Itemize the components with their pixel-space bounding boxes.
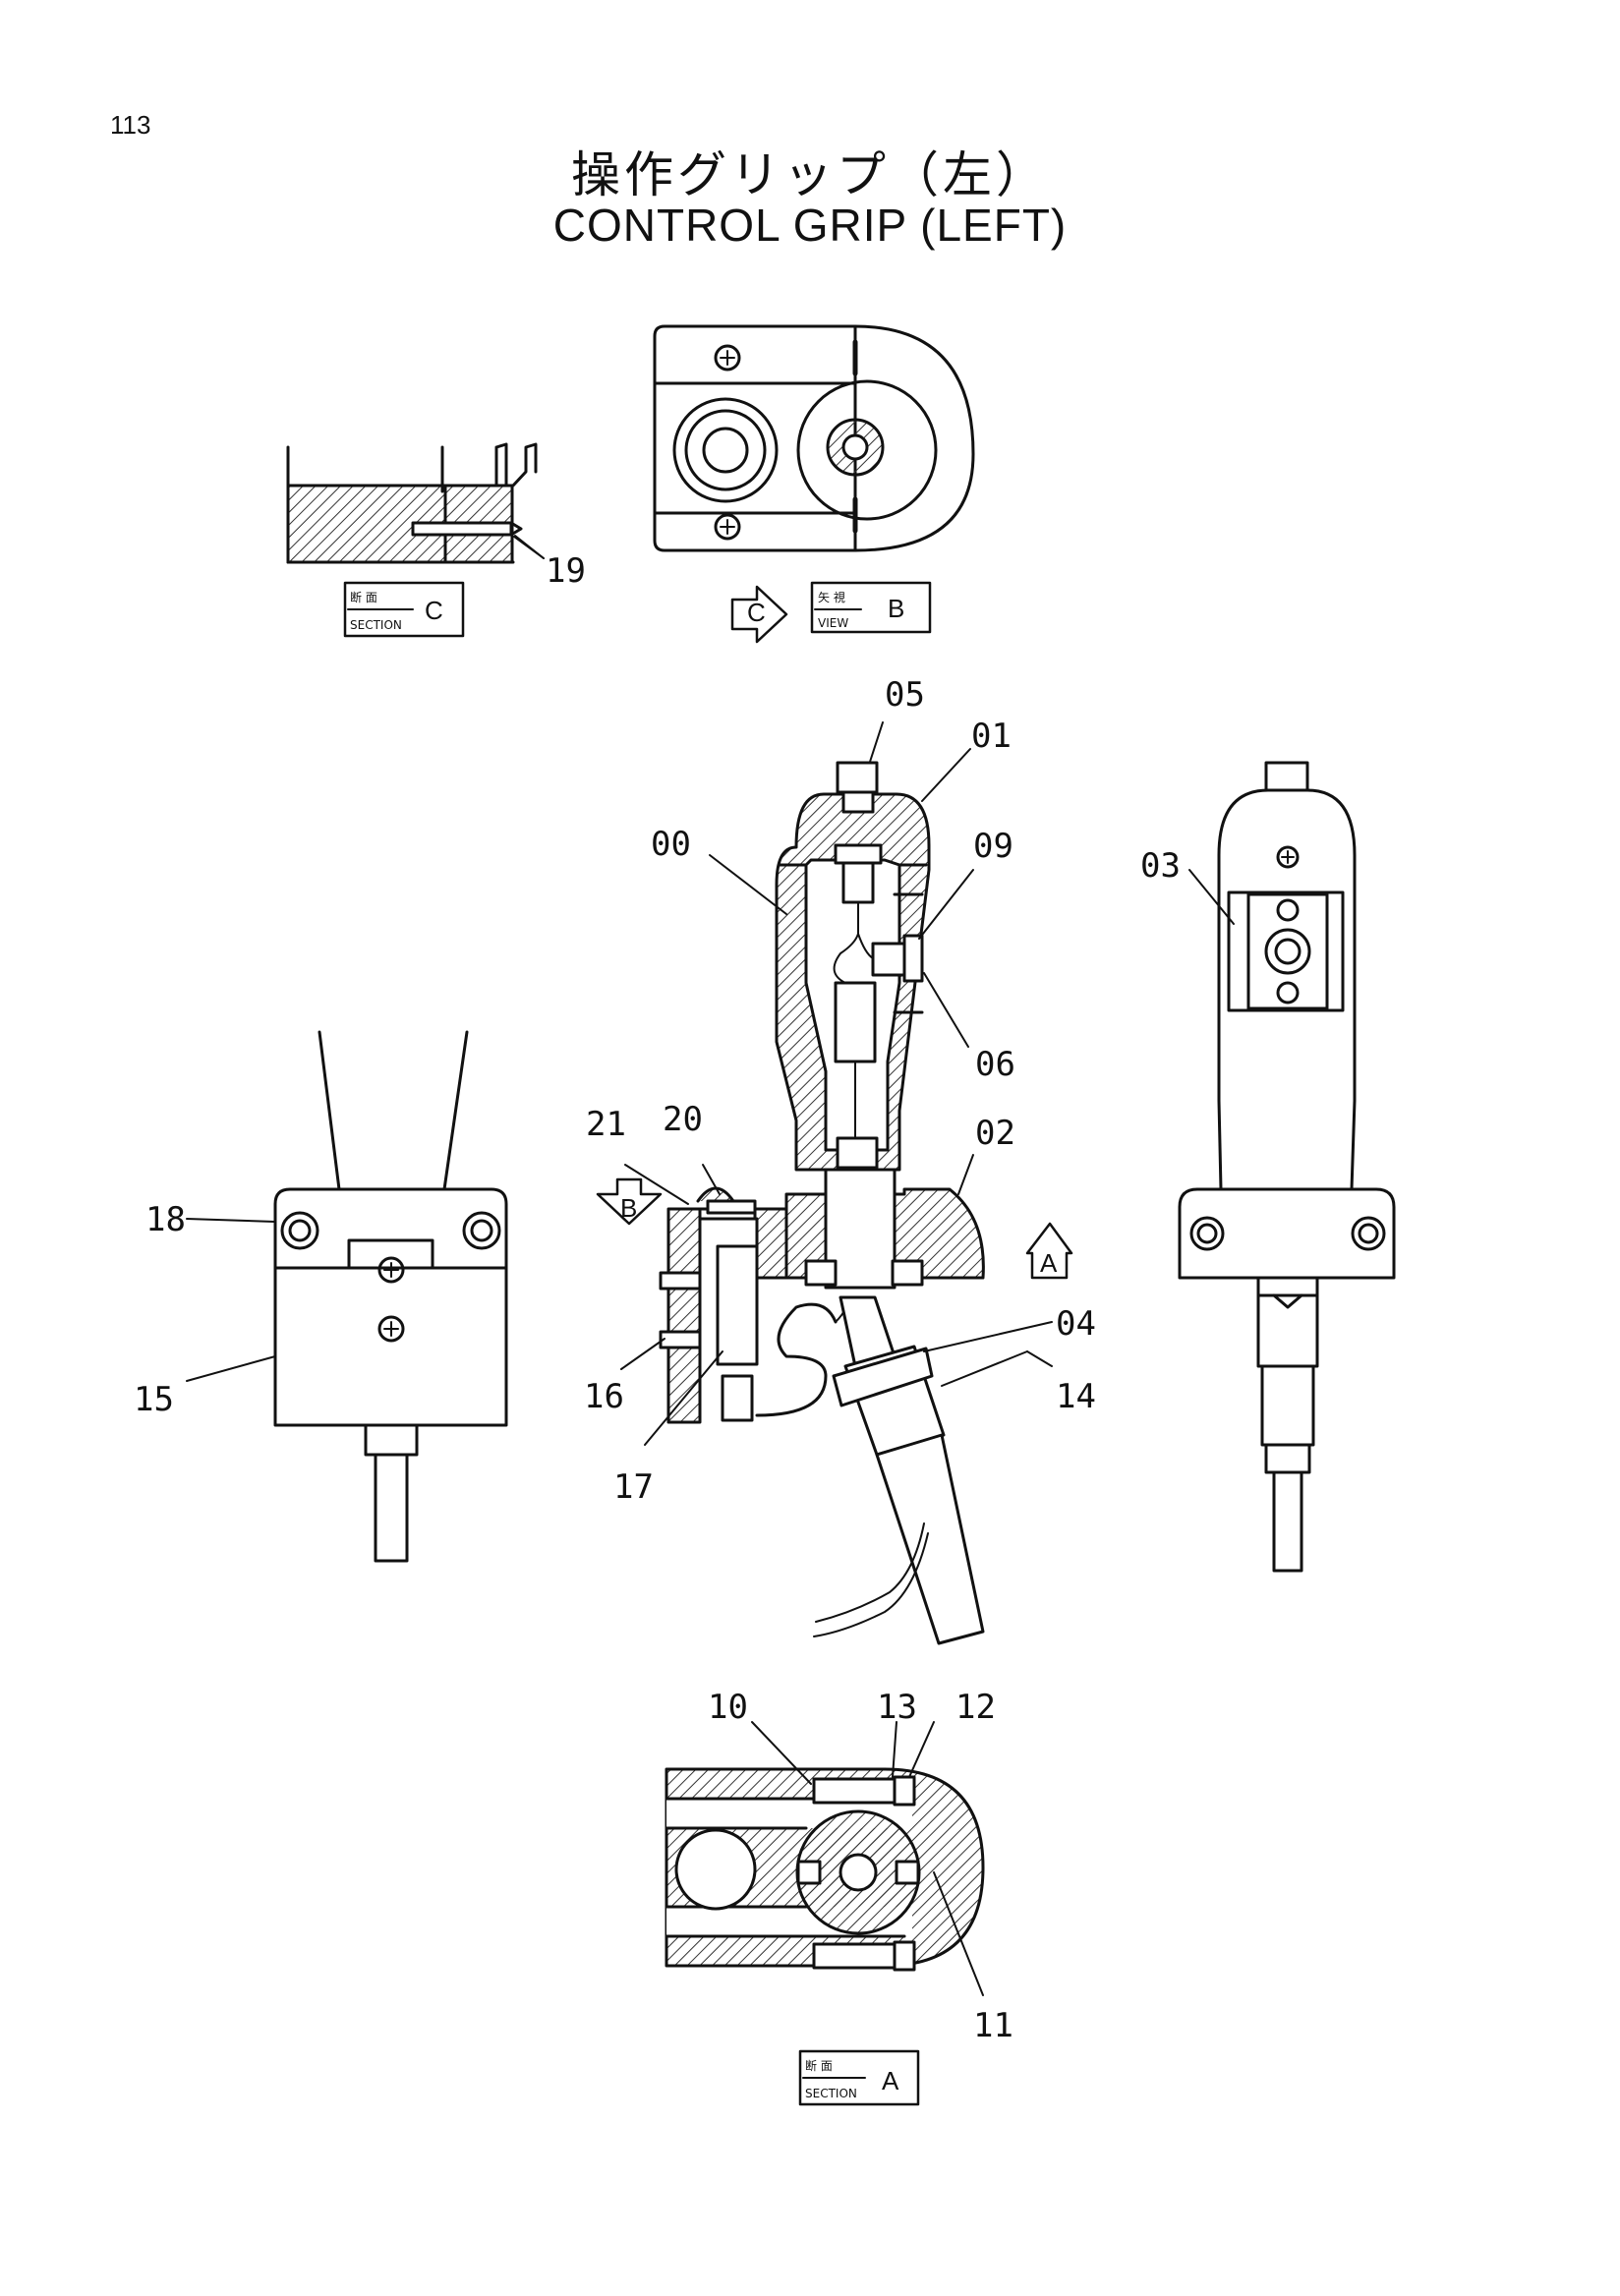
part-label-02: 02 — [975, 1114, 1015, 1153]
part-label-10: 10 — [708, 1688, 748, 1727]
left-side-view — [273, 1030, 508, 1563]
part-label-21: 21 — [586, 1105, 626, 1144]
part-label-05: 05 — [885, 675, 925, 715]
view-b-tag-letter: B — [888, 594, 904, 623]
title-japanese: 操作グリップ（左） — [571, 146, 1049, 203]
part-label-04: 04 — [1056, 1304, 1096, 1344]
section-a-tag-jp: 断 面 — [805, 2058, 833, 2073]
section-c-tag-en: SECTION — [350, 618, 402, 632]
section-a-tag-en: SECTION — [805, 2087, 857, 2100]
view-b-tag-en: VIEW — [818, 616, 848, 630]
part-label-15: 15 — [134, 1380, 174, 1419]
leader-lines — [186, 536, 1235, 1996]
right-side-view — [1178, 761, 1396, 1573]
section-a-view — [665, 1767, 985, 2106]
title-english: CONTROL GRIP (LEFT) — [552, 200, 1068, 251]
part-label-00: 00 — [651, 825, 691, 864]
part-label-03: 03 — [1140, 846, 1181, 886]
part-label-18: 18 — [145, 1200, 186, 1239]
view-b-view — [653, 324, 975, 644]
section-a-tag-letter: A — [882, 2066, 899, 2095]
part-label-09: 09 — [973, 827, 1013, 866]
part-label-16: 16 — [584, 1377, 624, 1416]
part-label-06: 06 — [975, 1045, 1015, 1084]
section-c-tag-jp: 断 面 — [350, 590, 377, 604]
part-label-13: 13 — [877, 1688, 917, 1727]
part-label-01: 01 — [971, 717, 1012, 756]
arrow-a-letter: A — [1040, 1248, 1058, 1278]
page-number: 113 — [110, 110, 151, 140]
part-label-19: 19 — [546, 551, 586, 591]
section-c-tag-letter: C — [425, 596, 443, 625]
part-label-11: 11 — [973, 2006, 1013, 2045]
part-label-12: 12 — [955, 1688, 996, 1727]
part-label-20: 20 — [663, 1100, 703, 1139]
section-c-view — [286, 442, 545, 638]
part-label-14: 14 — [1056, 1377, 1096, 1416]
part-label-17: 17 — [613, 1467, 654, 1507]
main-section-view — [596, 761, 1073, 1645]
arrow-c-letter: C — [747, 598, 766, 627]
view-b-tag-jp: 矢 視 — [818, 590, 845, 604]
arrow-b-letter: B — [620, 1193, 637, 1223]
